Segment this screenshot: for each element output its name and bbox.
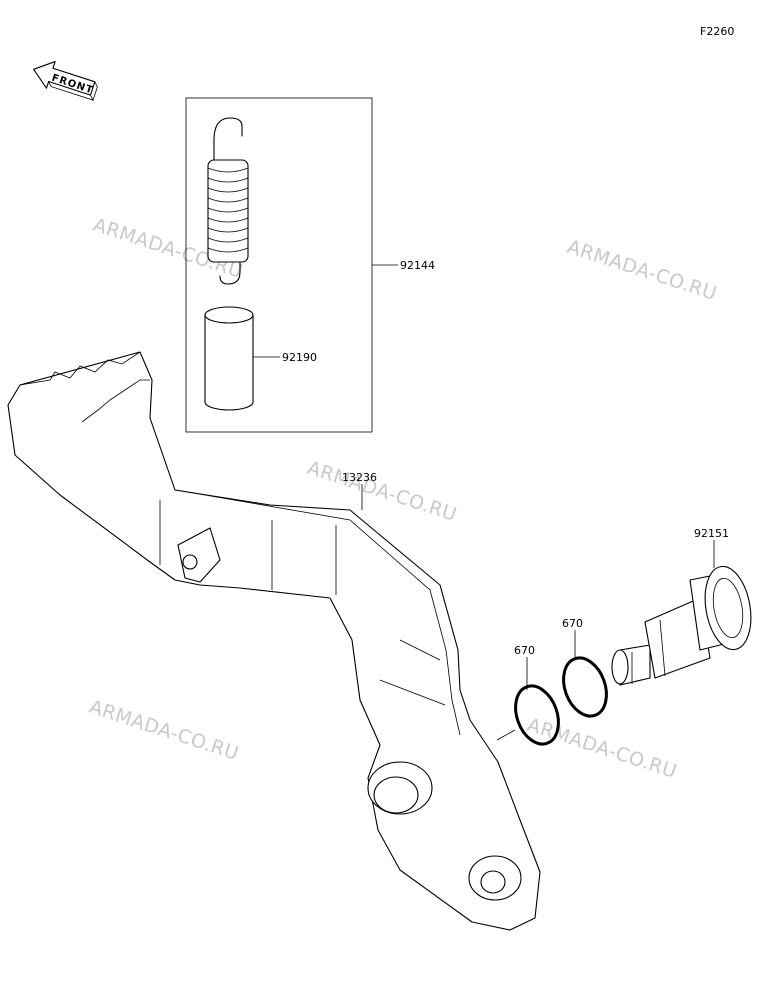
front-direction-icon: FRONT (33, 61, 98, 101)
watermark-4: ARMADA-CO.RU (86, 696, 241, 765)
label-92151: 92151 (694, 527, 729, 540)
collar-icon (204, 306, 254, 411)
diagram-code: F2260 (700, 25, 734, 38)
watermark-2: ARMADA-CO.RU (564, 236, 719, 305)
label-13236: 13236 (342, 471, 377, 484)
watermark-5: ARMADA-CO.RU (524, 714, 679, 783)
label-92144: 92144 (400, 259, 435, 272)
oring-b-icon (562, 656, 608, 718)
label-92190: 92190 (282, 351, 317, 364)
pivot-shaft-icon (611, 565, 752, 686)
brake-pedal-icon (7, 351, 541, 931)
label-670-a: 670 (514, 644, 535, 657)
label-670-b: 670 (562, 617, 583, 630)
spring-icon (207, 117, 249, 285)
